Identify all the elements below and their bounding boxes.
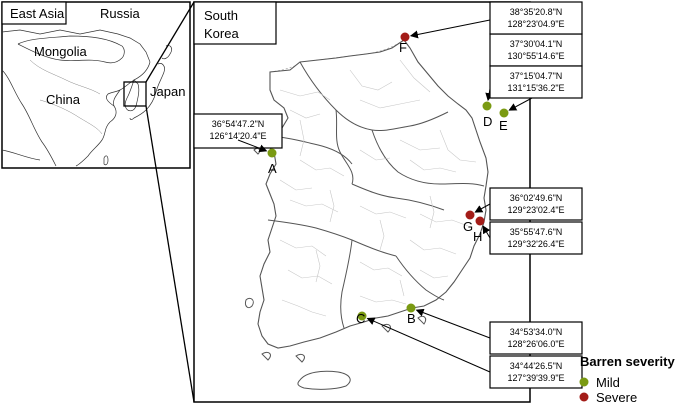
mainland-outline xyxy=(257,39,489,349)
callout-site-b: 34°53'34.0"N 128°26'06.0"E xyxy=(415,308,583,355)
callout-arrow-e xyxy=(508,97,533,111)
callout-arrow-g xyxy=(474,203,491,213)
callout-lat-b: 34°53'34.0"N xyxy=(510,327,563,337)
legend-severe-label: Severe xyxy=(596,390,637,404)
zoom-connectors xyxy=(145,1,195,403)
callout-site-g: 36°02'49.6"N 129°23'02.4"E xyxy=(474,187,583,221)
legend-severe-swatch xyxy=(579,392,589,402)
site-label-b: B xyxy=(407,311,416,326)
callout-site-f: 38°35'20.8"N 128°23'04.9"E xyxy=(409,1,583,39)
callout-box-b xyxy=(489,321,583,355)
callout-box-c xyxy=(489,355,583,389)
callout-lon-h: 129°32'26.4"E xyxy=(507,239,564,249)
site-label-f: F xyxy=(399,40,407,55)
callout-box-e xyxy=(489,65,583,99)
callout-box-h xyxy=(489,221,583,255)
coordinate-callouts: 36°54'47.2"N 126°14'20.4"E 34°53'34.0"N 128… xyxy=(193,1,583,389)
callout-site-e: 37°15'04.7"N 131°15'36.2"E xyxy=(489,65,583,111)
callout-site-d: 37°30'04.1"N 130°55'14.6"E xyxy=(485,33,583,102)
callout-box-d xyxy=(489,33,583,67)
country-label-china: China xyxy=(46,92,81,107)
site-label-c: C xyxy=(356,311,365,326)
legend-mild-swatch xyxy=(579,377,589,387)
site-label-e: E xyxy=(499,118,508,133)
callout-lat-f: 38°35'20.8"N xyxy=(510,7,563,17)
callout-lon-d: 130°55'14.6"E xyxy=(507,51,564,61)
callout-arrow-b xyxy=(415,308,491,339)
legend-mild-label: Mild xyxy=(596,375,620,390)
callout-lon-a: 126°14'20.4"E xyxy=(209,131,266,141)
site-marker-f xyxy=(400,32,410,42)
callout-box-f xyxy=(489,1,583,35)
callout-arrow-c xyxy=(366,317,491,373)
main-title-box xyxy=(193,1,277,45)
callout-arrow-h xyxy=(482,225,491,239)
callout-lat-c: 34°44'26.5"N xyxy=(510,361,563,371)
callout-lon-b: 128°26'06.0"E xyxy=(507,339,564,349)
callout-arrow-a xyxy=(237,139,268,153)
inset-title-box xyxy=(1,1,67,25)
callout-lat-e: 37°15'04.7"N xyxy=(510,71,563,81)
country-label-japan: Japan xyxy=(150,84,185,99)
site-marker-b xyxy=(406,303,416,313)
province-borders xyxy=(267,61,485,329)
site-label-h: H xyxy=(473,229,482,244)
callout-lat-d: 37°30'04.1"N xyxy=(510,39,563,49)
callout-site-a: 36°54'47.2"N 126°14'20.4"E xyxy=(193,113,283,153)
main-title-line1: South xyxy=(204,8,238,23)
callout-site-h: 35°55'47.6"N 129°32'26.4"E xyxy=(482,221,583,255)
main-map: South Korea xyxy=(193,1,531,403)
callout-lon-e: 131°15'36.2"E xyxy=(507,83,564,93)
site-label-g: G xyxy=(463,219,473,234)
site-marker-c xyxy=(357,311,367,321)
site-marker-d xyxy=(482,101,492,111)
inset-map: East Asia Russia Mongolia China Japan xyxy=(1,1,191,169)
inset-korea-highlight xyxy=(123,81,147,107)
callout-box-g xyxy=(489,187,583,221)
callout-arrow-f xyxy=(409,19,491,39)
main-title-line2: Korea xyxy=(204,26,239,41)
site-marker-h xyxy=(475,216,485,226)
callout-box-a xyxy=(193,113,283,149)
callout-lat-a: 36°54'47.2"N xyxy=(212,119,265,129)
callout-lat-h: 35°55'47.6"N xyxy=(510,227,563,237)
district-borders xyxy=(279,59,477,317)
jeju-island xyxy=(297,370,351,390)
callout-lon-c: 127°39'39.9"E xyxy=(507,373,564,383)
callout-lon-f: 128°23'04.9"E xyxy=(507,19,564,29)
callout-site-c: 34°44'26.5"N 127°39'39.9"E xyxy=(366,317,583,389)
callout-lat-g: 36°02'49.6"N xyxy=(510,193,563,203)
site-marker-a xyxy=(267,148,277,158)
site-marker-e xyxy=(499,108,509,118)
country-label-russia: Russia xyxy=(100,6,141,21)
country-label-mongolia: Mongolia xyxy=(34,44,88,59)
inset-title: East Asia xyxy=(10,6,65,21)
site-label-d: D xyxy=(483,114,492,129)
site-marker-g xyxy=(465,210,475,220)
legend-title: Barren severity xyxy=(580,354,675,369)
site-label-a: A xyxy=(268,161,277,176)
legend: Barren severity Mild Severe xyxy=(579,354,675,405)
callout-lon-g: 129°23'02.4"E xyxy=(507,205,564,215)
